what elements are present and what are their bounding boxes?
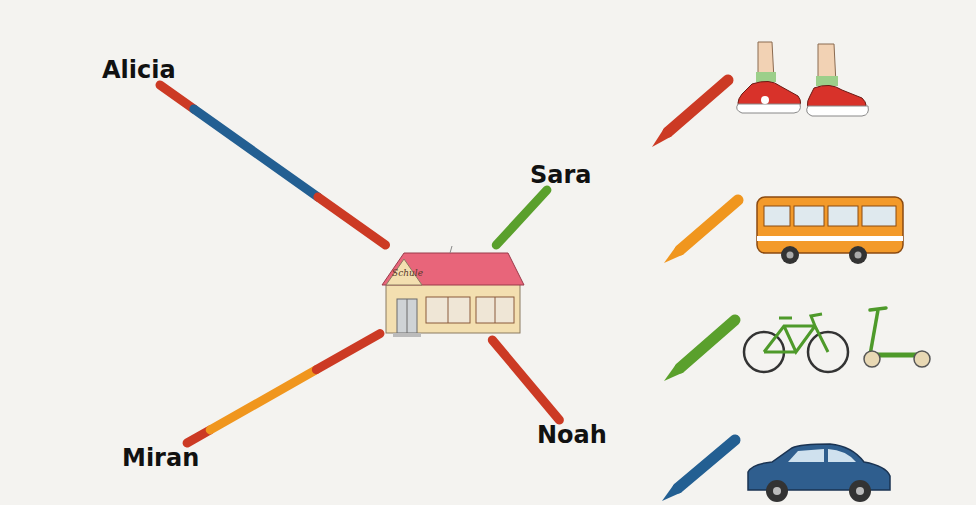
shoes-icon (737, 42, 869, 116)
person-name: Sara (530, 160, 592, 190)
bus-icon (757, 197, 903, 264)
person-node: Alicia (100, 55, 178, 85)
route-line (187, 334, 380, 443)
route-segment (318, 197, 386, 245)
person-node: Sara (528, 160, 594, 190)
route-segment (194, 109, 318, 197)
route-segment (496, 190, 547, 245)
car-icon (748, 444, 890, 502)
school-building (380, 245, 525, 340)
route-segment (492, 340, 559, 420)
route-segment (160, 85, 194, 109)
route-line (496, 190, 547, 245)
route-line (492, 340, 559, 420)
green-crayon (664, 320, 735, 381)
person-node: Miran (120, 443, 201, 473)
person-node: Noah (535, 420, 609, 450)
person-name: Noah (537, 420, 607, 450)
blue-crayon (662, 440, 735, 501)
route-segment (210, 370, 316, 430)
person-name: Alicia (102, 55, 176, 85)
orange-crayon (664, 200, 738, 263)
person-name: Miran (122, 443, 199, 473)
school-node: Schule (380, 245, 525, 340)
route-line (160, 85, 386, 245)
scooter-icon (864, 308, 930, 367)
route-segment (316, 334, 380, 370)
red-crayon (652, 80, 728, 147)
bike-icon (744, 314, 848, 372)
school-sign: Schule (392, 268, 423, 278)
